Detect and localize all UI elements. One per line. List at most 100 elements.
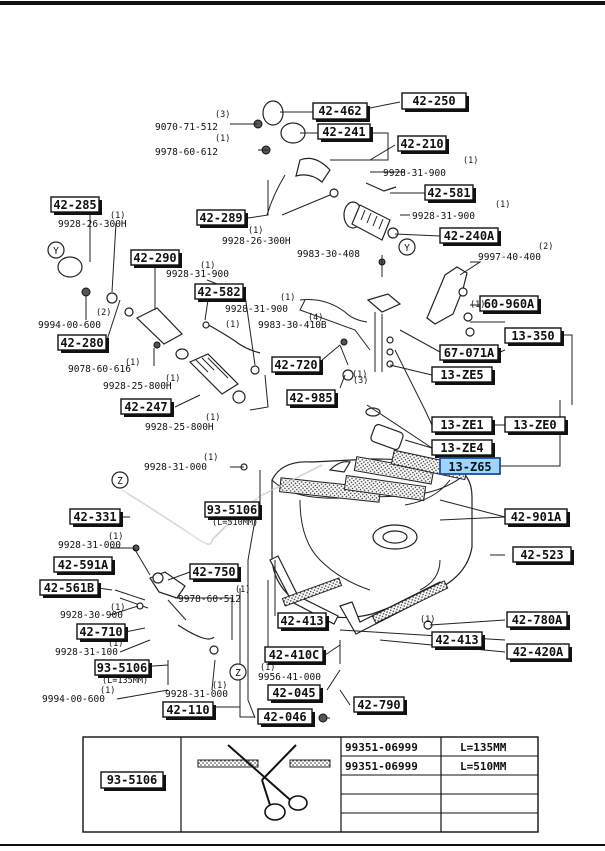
hardware-part-number[interactable]: 9928-25-800H (103, 381, 172, 392)
hardware-part-number[interactable]: 9928-31-000 (165, 689, 228, 700)
part-label-text: 42-985 (289, 391, 332, 405)
part-label-13-ze1[interactable]: 13-ZE1 (431, 416, 495, 435)
hardware-part-number[interactable]: 9978-60-512 (178, 594, 241, 605)
hardware-part-number[interactable]: 9928-30-900 (60, 610, 123, 621)
screw-drawing-3 (318, 713, 328, 723)
washer-drawing (465, 327, 475, 337)
hardware-part-numbers: 9070-71-512 9978-60-612 9928-31-900 9928… (38, 122, 541, 705)
hardware-part-number[interactable]: 9928-31-100 (55, 647, 118, 658)
part-label-13-ze0[interactable]: 13-ZE0 (504, 416, 568, 435)
part-label-42-280[interactable]: 42-280 (57, 334, 109, 353)
part-label-text: 13-350 (511, 329, 554, 343)
part-label-42-285[interactable]: 42-285 (50, 196, 102, 215)
quantity-mark: (1) (108, 532, 123, 542)
part-label-42-750[interactable]: 42-750 (189, 563, 241, 582)
part-label-13-350[interactable]: 13-350 (504, 327, 564, 346)
part-label-42-410c[interactable]: 42-410C (264, 646, 326, 665)
quantity-mark: (1) (495, 200, 510, 210)
quantity-mark: (1) (463, 156, 478, 166)
part-label-42-413-left[interactable]: 42-413 (277, 612, 329, 631)
clip-drawing-3 (202, 321, 210, 329)
hardware-part-number[interactable]: 9928-31-900 (225, 304, 288, 315)
filler-hose-drawing (343, 201, 399, 241)
part-label-42-045[interactable]: 42-045 (267, 684, 323, 703)
hardware-part-number[interactable]: 9928-26-300H (222, 236, 291, 247)
hardware-part-number[interactable]: 9997-40-400 (478, 252, 541, 263)
part-label-text: 42-331 (73, 510, 116, 524)
part-label-text: 42-582 (197, 285, 240, 299)
part-label-42-790[interactable]: 42-790 (353, 696, 407, 715)
part-label-42-247[interactable]: 42-247 (120, 398, 174, 417)
table-part-label[interactable]: 93-5106 (100, 771, 166, 791)
part-label-42-581[interactable]: 42-581 (424, 184, 476, 203)
part-label-42-250[interactable]: 42-250 (401, 92, 469, 112)
hardware-part-number[interactable]: 9928-31-000 (144, 462, 207, 473)
part-label-text: 42-285 (53, 198, 96, 212)
bracket-bolt-drawing (458, 287, 468, 297)
callout-letters: Y Y Z Z (47, 238, 416, 681)
part-label-42-289[interactable]: 42-289 (196, 209, 248, 228)
part-label-42-240a[interactable]: 42-240A (439, 227, 501, 246)
part-label-text: 42-790 (357, 698, 400, 712)
part-label-42-561b[interactable]: 42-561B (39, 579, 101, 598)
part-label-42-780a[interactable]: 42-780A (506, 611, 570, 630)
quantity-mark: (1) (108, 639, 123, 649)
part-label-42-413-right[interactable]: 42-413 (431, 631, 485, 650)
quantity-mark: (1) (200, 261, 215, 271)
part-label-42-331[interactable]: 42-331 (69, 508, 123, 527)
quantity-mark: (1) (352, 370, 367, 380)
part-label-42-985[interactable]: 42-985 (286, 389, 338, 408)
hardware-part-number[interactable]: 9928-31-000 (58, 540, 121, 551)
gasket-ring-drawing (365, 407, 381, 417)
part-label-13-z65-highlighted[interactable]: 13-Z65 (439, 457, 501, 475)
quantity-mark: (1) (225, 320, 240, 330)
hardware-part-number[interactable]: 9983-30-408 (297, 249, 360, 260)
part-label-13-ze4[interactable]: 13-ZE4 (431, 439, 495, 458)
part-label-42-210[interactable]: 42-210 (397, 135, 449, 154)
part-label-42-720[interactable]: 42-720 (271, 356, 323, 375)
part-label-text: 42-290 (133, 251, 176, 265)
callout-z-bottom: Z (229, 663, 247, 681)
hardware-part-number[interactable]: 9994-00-600 (38, 320, 101, 331)
part-label-13-ze5[interactable]: 13-ZE5 (431, 366, 495, 385)
hardware-part-number[interactable]: 9928-31-900 (383, 168, 446, 179)
hardware-part-number[interactable]: 9956-41-000 (258, 672, 321, 683)
hardware-part-number[interactable]: 9928-25-800H (145, 422, 214, 433)
part-label-42-710[interactable]: 42-710 (76, 623, 128, 642)
part-label-text: 60-960A (484, 297, 535, 311)
filler-cap-y-drawing (57, 256, 83, 278)
part-label-42-420a[interactable]: 42-420A (506, 643, 572, 662)
hardware-part-number[interactable]: 9928-31-900 (412, 211, 475, 222)
part-label-42-591a[interactable]: 42-591A (53, 556, 115, 575)
part-label-42-046[interactable]: 42-046 (257, 708, 315, 727)
hardware-part-number[interactable]: (L=510MM) (212, 518, 258, 528)
hardware-part-number[interactable]: 9983-30-410B (258, 320, 327, 331)
part-label-93-5106-lower[interactable]: 93-5106 (94, 659, 152, 678)
vent-pipe-drawing (365, 182, 397, 192)
hardware-part-number[interactable]: (L=135MM) (102, 676, 148, 686)
insulator-pad-drawing-1 (278, 477, 382, 503)
part-label-42-241[interactable]: 42-241 (317, 123, 373, 142)
hardware-part-number[interactable]: 9928-31-900 (166, 269, 229, 280)
part-label-text: 42-240A (444, 229, 495, 243)
callout-y-left-text: Y (53, 246, 59, 257)
part-label-93-5106-upper[interactable]: 93-5106 (204, 501, 262, 520)
hardware-part-number[interactable]: 9070-71-512 (155, 122, 218, 133)
hardware-part-number[interactable]: 9978-60-612 (155, 147, 218, 158)
part-label-42-110[interactable]: 42-110 (162, 701, 216, 720)
strap-pad-drawing-1 (281, 577, 343, 607)
part-label-42-582[interactable]: 42-582 (194, 283, 246, 302)
hardware-part-number[interactable]: 9078-60-616 (68, 364, 131, 375)
part-label-text: 67-071A (444, 346, 495, 360)
part-label-60-960a[interactable]: 60-960A (479, 295, 541, 314)
part-label-42-462[interactable]: 42-462 (312, 102, 370, 122)
part-label-text: 42-581 (427, 186, 470, 200)
hardware-part-number[interactable]: 9994-00-600 (42, 694, 105, 705)
hardware-part-number[interactable]: 9928-26-300H (58, 219, 127, 230)
part-label-42-901a[interactable]: 42-901A (504, 508, 570, 527)
quantity-mark: (1) (110, 603, 125, 613)
quantity-mark: (1) (212, 681, 227, 691)
part-label-42-523[interactable]: 42-523 (512, 546, 574, 565)
part-label-67-071a[interactable]: 67-071A (439, 344, 501, 363)
part-label-42-290[interactable]: 42-290 (130, 249, 182, 268)
